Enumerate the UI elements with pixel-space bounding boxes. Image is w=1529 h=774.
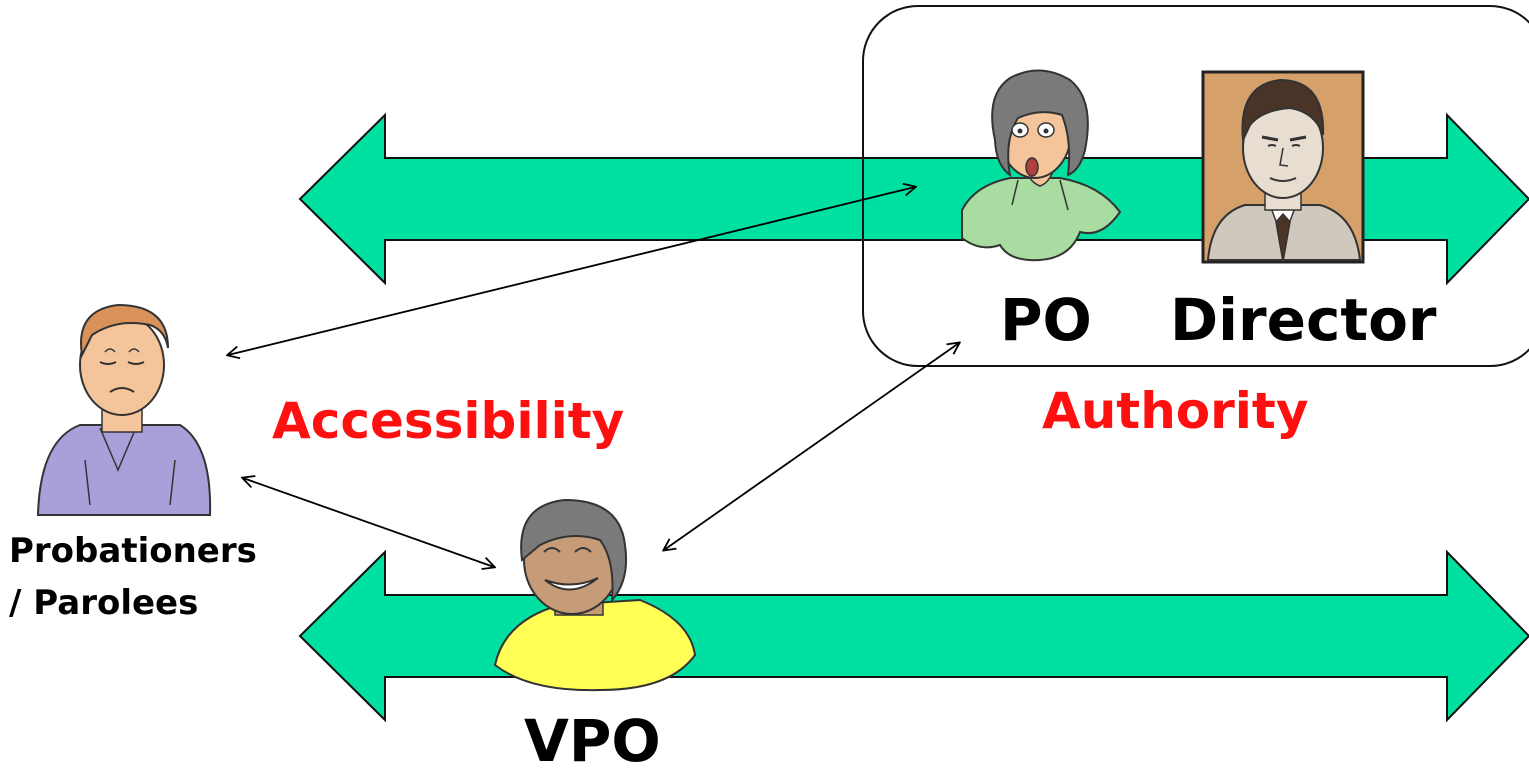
probationers-label-line2: / Parolees <box>9 583 199 623</box>
authority-label: Authority <box>1042 382 1309 440</box>
po-label: PO <box>1000 286 1092 354</box>
connector-probationer-po <box>228 187 915 355</box>
vpo-label: VPO <box>524 707 661 774</box>
director-label: Director <box>1170 286 1437 354</box>
connector-probationer-vpo <box>243 478 494 567</box>
lower-double-arrow <box>298 549 1529 723</box>
smiling-man-figure-icon <box>493 498 697 692</box>
probationers-label-line1: Probationers <box>9 531 257 571</box>
connector-vpo-po <box>664 343 959 550</box>
accessibility-label: Accessibility <box>272 392 625 450</box>
woman-figure-icon <box>961 69 1122 262</box>
sad-man-figure-icon <box>36 303 212 516</box>
man-portrait-icon <box>1201 70 1365 264</box>
